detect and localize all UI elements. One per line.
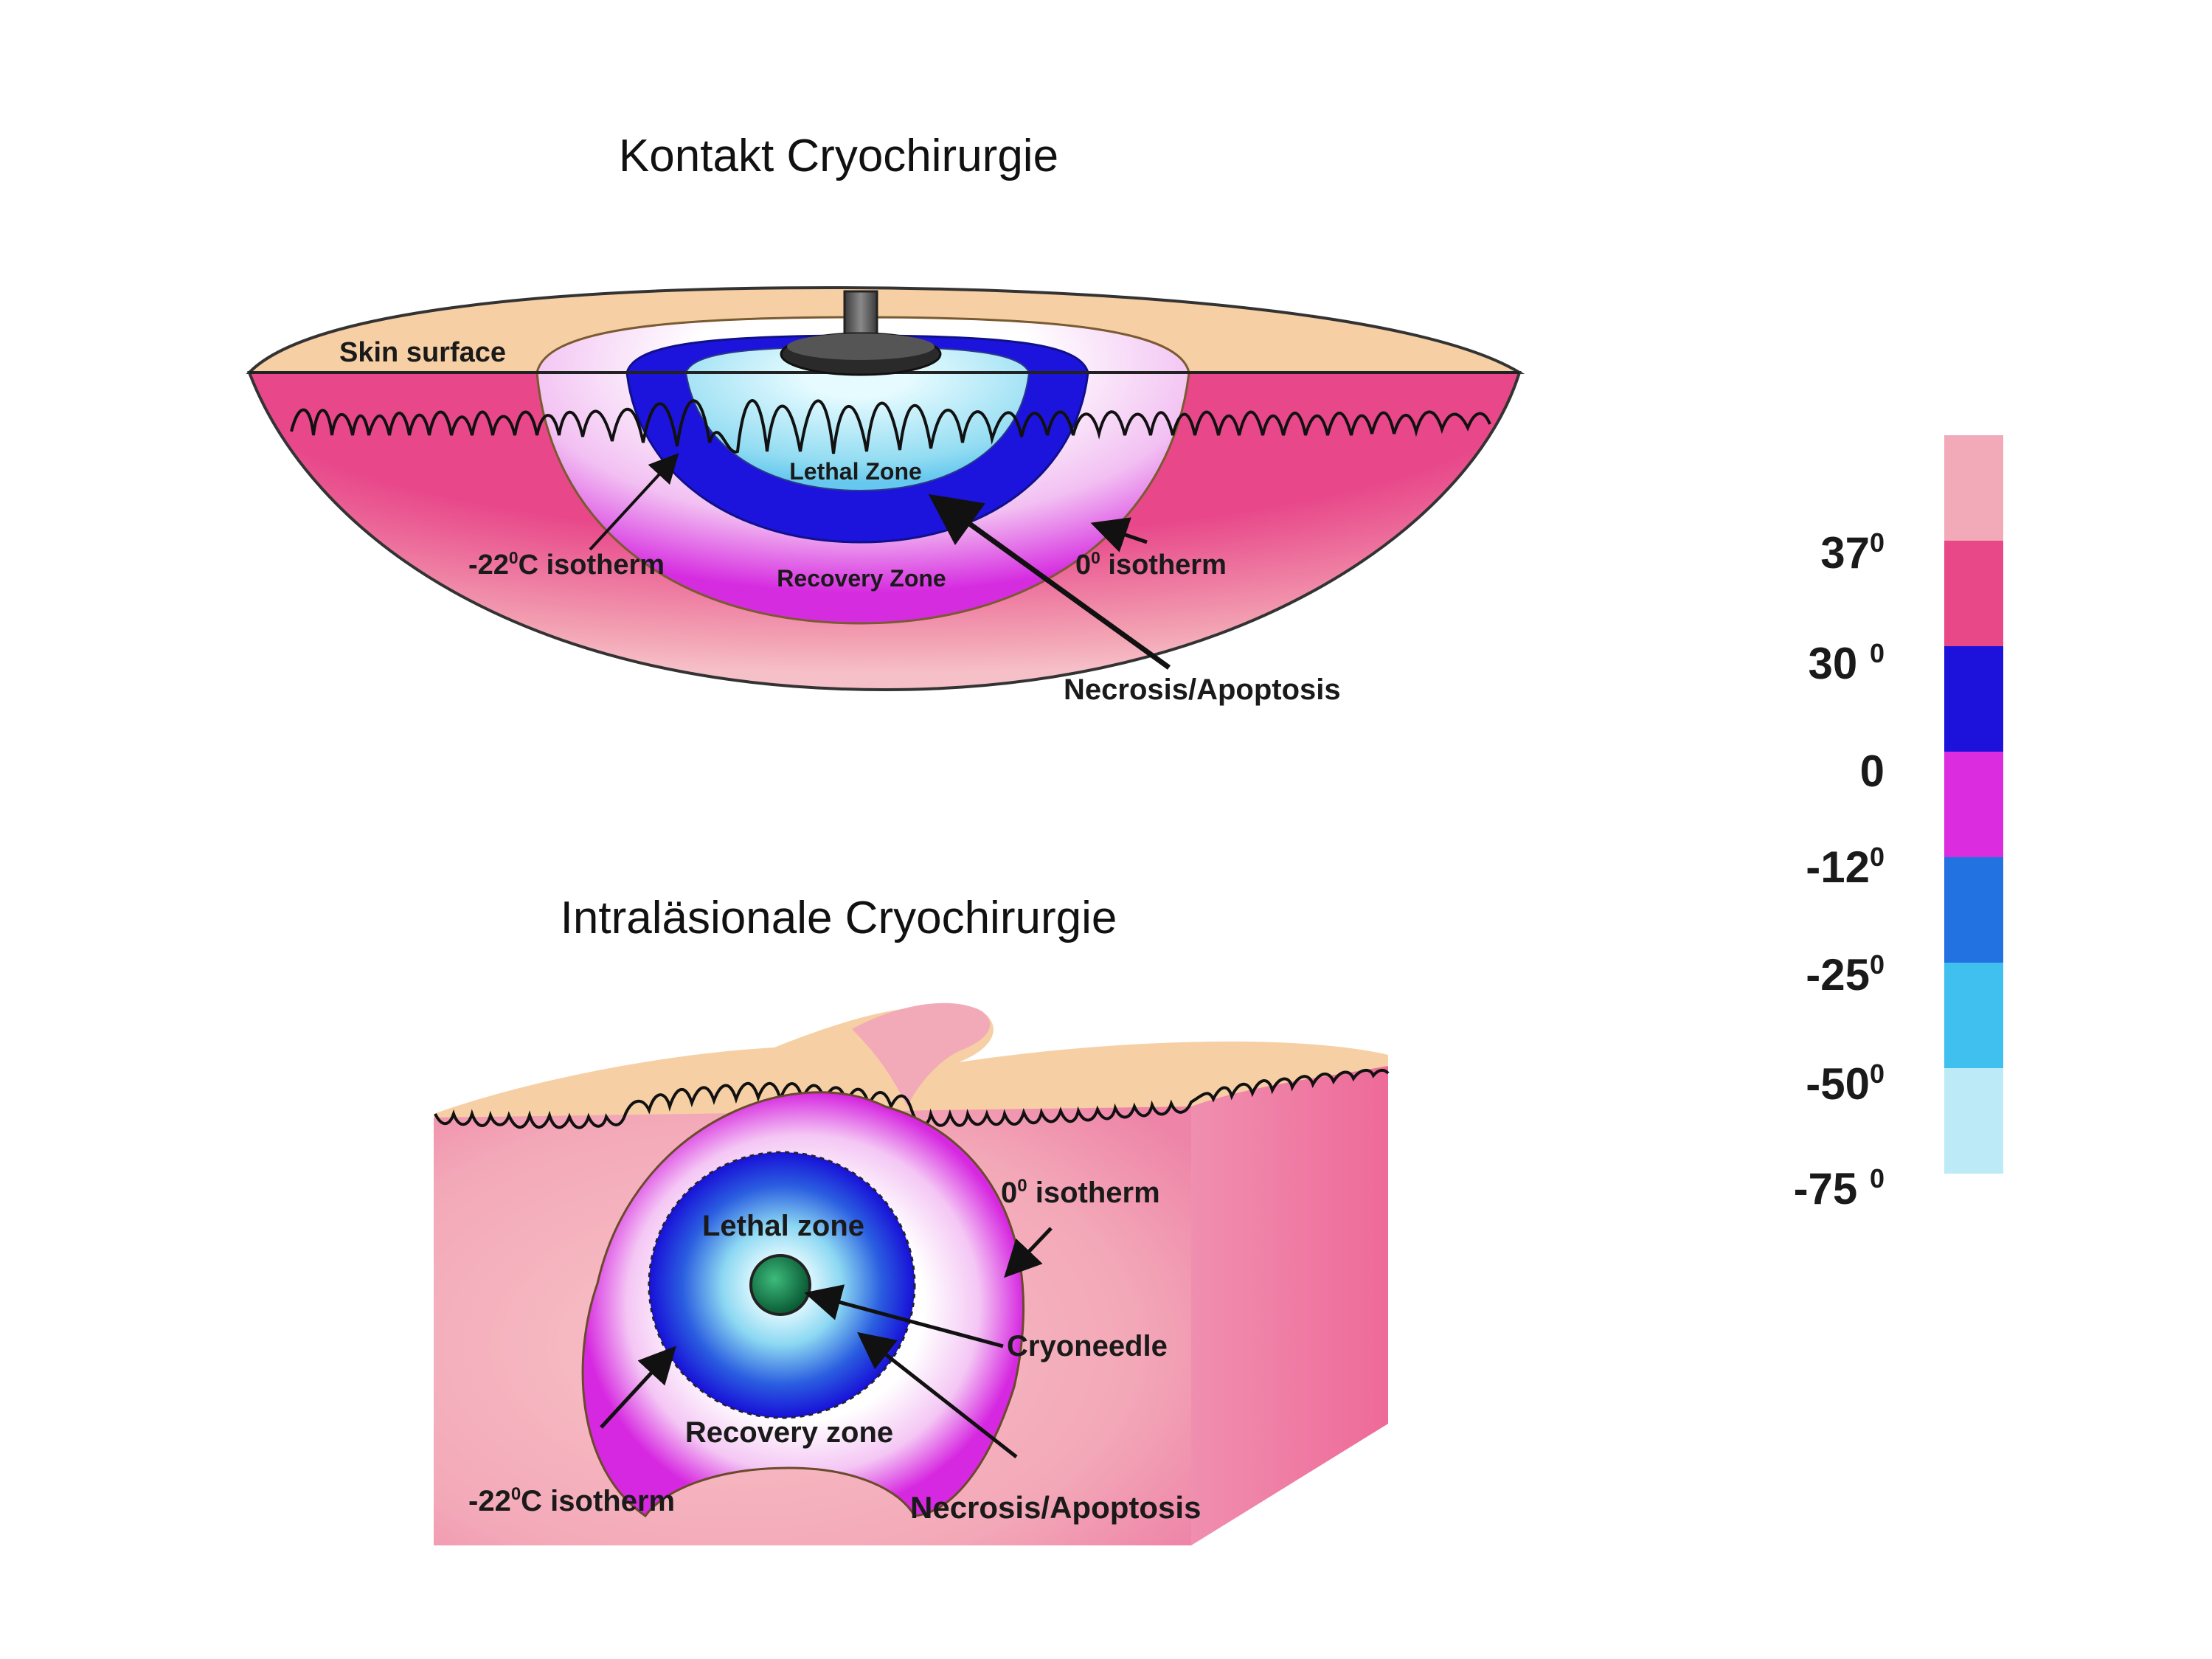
- color-scale-label: -75 0: [1794, 1163, 1885, 1213]
- arrow-isotherm-22-contact: [589, 453, 679, 551]
- contact-diagram: Skin surface Lethal Zone Recovery Zone -…: [246, 285, 1525, 706]
- skin-ridge: [852, 1002, 991, 1106]
- temperature-color-scale: 370 30 0 0 -120 -250 -500 -75 0: [1794, 435, 2003, 1213]
- label-isotherm-0-contact: 00 isotherm: [1075, 548, 1227, 581]
- label-lethal-zone-intralesional: Lethal zone: [702, 1210, 864, 1242]
- color-scale-label: 30 0: [1809, 638, 1885, 688]
- cryoprobe-head-top: [787, 333, 935, 360]
- arrow-necrosis-contact: [928, 493, 1171, 670]
- color-scale-swatch: [1944, 752, 2003, 857]
- label-recovery-zone-intralesional: Recovery zone: [685, 1416, 893, 1449]
- label-isotherm-22-contact: -220C isotherm: [468, 548, 665, 581]
- color-scale-swatch: [1944, 857, 2003, 963]
- title-intralesional-cryosurgery: Intraläsionale Cryochirurgie: [561, 893, 1117, 943]
- color-scale-label: -250: [1806, 949, 1885, 1000]
- color-scale-swatch: [1944, 963, 2003, 1068]
- arrow-cryoneedle: [804, 1284, 1004, 1348]
- cryoneedle-tip: [749, 1254, 811, 1316]
- label-skin-surface: Skin surface: [339, 337, 506, 368]
- label-necrosis-contact: Necrosis/Apoptosis: [1064, 673, 1341, 706]
- tissue-block-side: [1191, 1055, 1388, 1545]
- color-scale-label: -120: [1806, 842, 1885, 892]
- label-necrosis-intralesional: Necrosis/Apoptosis: [910, 1490, 1201, 1525]
- arrow-isotherm-0-intralesional: [1004, 1227, 1053, 1278]
- arrow-isotherm-0-contact: [1090, 517, 1148, 553]
- label-lethal-zone-contact: Lethal Zone: [789, 458, 922, 485]
- color-scale-swatch: [1944, 541, 2003, 646]
- color-scale-swatch: [1944, 646, 2003, 752]
- label-isotherm-0-intralesional: 00 isotherm: [1001, 1176, 1160, 1209]
- label-isotherm-22-intralesional: -220C isotherm: [468, 1484, 675, 1517]
- color-scale-label: -500: [1806, 1059, 1885, 1109]
- color-scale-label: 370: [1820, 527, 1885, 578]
- color-scale-swatch: [1944, 435, 2003, 541]
- title-contact-cryosurgery: Kontakt Cryochirurgie: [619, 131, 1058, 181]
- intralesional-diagram: 00 isotherm Lethal zone Cryoneedle Recov…: [434, 1002, 1390, 1545]
- color-scale-swatch: [1944, 1068, 2003, 1174]
- arrow-necrosis-intralesional: [857, 1331, 1018, 1458]
- label-cryoneedle: Cryoneedle: [1007, 1330, 1168, 1362]
- epidermis-wavy-line: [290, 399, 1491, 454]
- arrow-isotherm-22-intralesional: [600, 1345, 676, 1429]
- label-recovery-zone-contact: Recovery Zone: [777, 565, 946, 592]
- color-scale-label: 0: [1860, 747, 1885, 796]
